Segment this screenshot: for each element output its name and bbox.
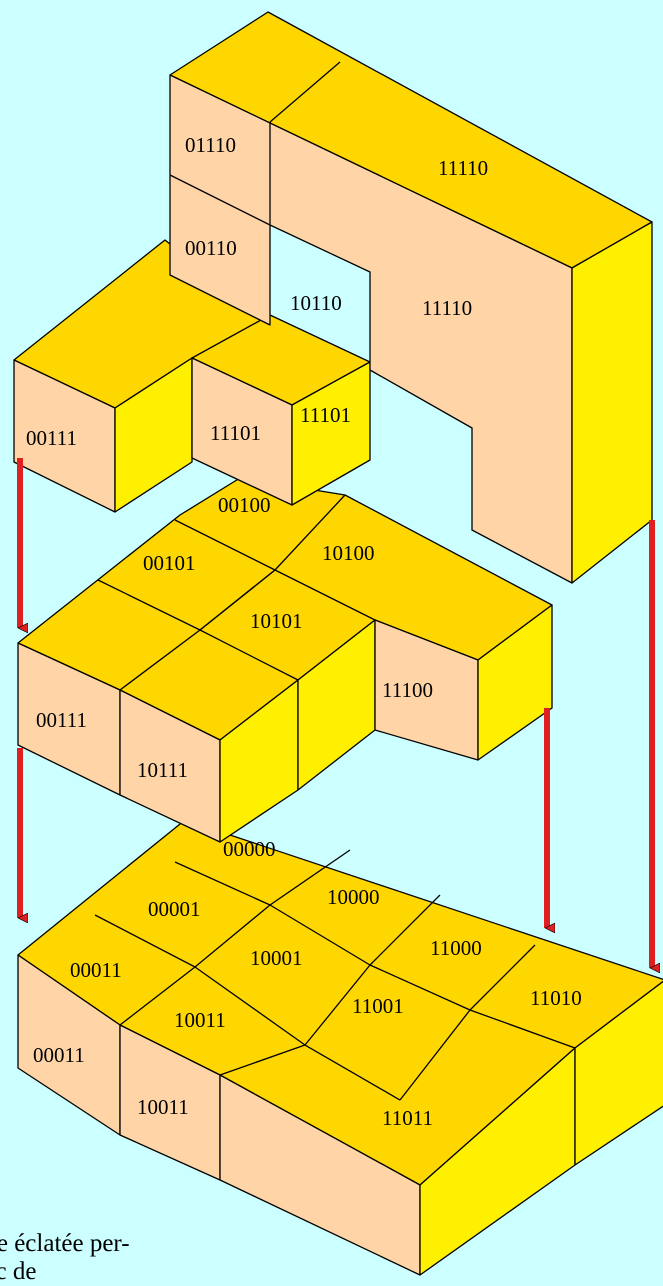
- top-left-block-label: 00111: [26, 426, 77, 450]
- middle-top-label-3: 10100: [322, 541, 375, 565]
- bottom-top-label-7: 10011: [174, 1008, 226, 1032]
- top-large-top-label: 11110: [438, 156, 488, 180]
- middle-top-label-1: 00100: [218, 493, 271, 517]
- top-front-cell-label-2: 00110: [185, 236, 237, 260]
- bottom-top-label-5: 11000: [430, 936, 482, 960]
- bottom-front-label-3: 11011: [382, 1106, 433, 1130]
- middle-top-label-4: 10101: [250, 609, 303, 633]
- bottom-front-label-2: 10011: [137, 1095, 189, 1119]
- caption: cture éclatée per- rs i c de: [0, 1230, 420, 1286]
- top-front-cell-label-1: 01110: [185, 133, 236, 157]
- top-cube-side-label: 11101: [300, 403, 351, 427]
- bottom-top-label-6: 00011: [70, 958, 122, 982]
- top-front-cell-label-3: 10110: [290, 291, 342, 315]
- bottom-top-label-8: 11001: [352, 994, 404, 1018]
- bottom-top-label-2: 00001: [148, 897, 201, 921]
- bottom-top-label-9: 11010: [530, 986, 582, 1010]
- middle-front-label-1: 00111: [36, 708, 87, 732]
- bottom-front-label-1: 00011: [33, 1043, 85, 1067]
- bottom-top-label-3: 10000: [327, 885, 380, 909]
- top-large-front-label: 11110: [422, 296, 472, 320]
- top-cube-front-label: 11101: [210, 421, 261, 445]
- middle-layer: [18, 478, 552, 842]
- top-large-block-side: [572, 222, 652, 583]
- caption-line-2: rs i c de: [0, 1258, 420, 1286]
- bottom-top-label-4: 10001: [250, 946, 303, 970]
- middle-right-block-label: 11100: [382, 678, 433, 702]
- caption-line-1: cture éclatée per-: [0, 1230, 420, 1258]
- middle-front-label-2: 10111: [137, 758, 188, 782]
- bottom-top-label-1: 00000: [223, 837, 276, 861]
- middle-top-label-2: 00101: [143, 551, 196, 575]
